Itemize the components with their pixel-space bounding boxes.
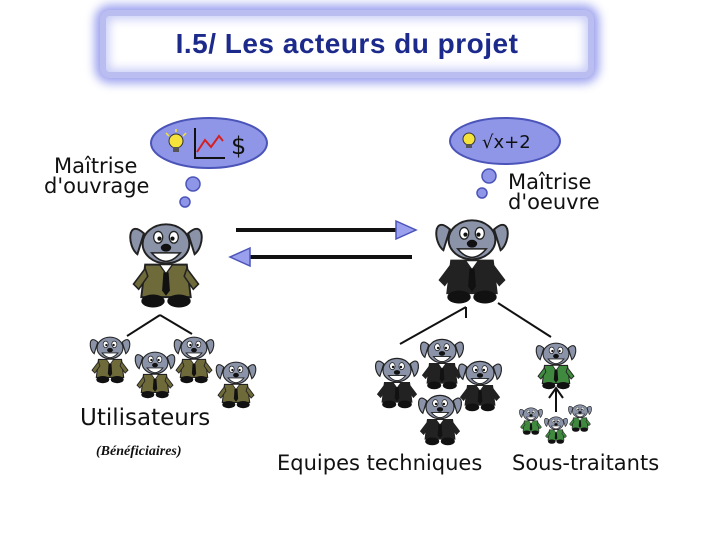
tech-team-dog-icon bbox=[374, 357, 420, 409]
moa-label-line2: d'ouvrage bbox=[44, 174, 150, 198]
subcontractor-dog-icon bbox=[568, 404, 592, 433]
users-label: Utilisateurs bbox=[80, 405, 211, 431]
title-banner: I.5/ Les acteurs du projet bbox=[100, 10, 594, 78]
moe-thought-bubble bbox=[449, 117, 561, 165]
subcontractor-dog-icon bbox=[544, 416, 568, 445]
tech-teams-label: Equipes techniques bbox=[277, 451, 483, 475]
beneficiaries-label: (Bénéficiaires) bbox=[96, 444, 182, 459]
growth-chart-icon bbox=[194, 128, 225, 159]
moe-formula: √x+2 bbox=[482, 132, 531, 153]
tech-team-dog-icon bbox=[419, 338, 465, 390]
users-dog-icon bbox=[134, 351, 176, 399]
users-dog-icon bbox=[173, 336, 215, 384]
moe-label: Maîtrise d'oeuvre bbox=[508, 170, 600, 214]
moe-label-line1: Maîtrise bbox=[508, 170, 592, 194]
lightbulb-icon bbox=[165, 129, 187, 152]
users-dog-icon bbox=[89, 336, 131, 384]
moa-label: Maîtrise d'ouvrage bbox=[44, 154, 150, 198]
page-title: I.5/ Les acteurs du projet bbox=[175, 28, 519, 59]
moa-thought-dot bbox=[185, 176, 201, 192]
moa-thought-dot bbox=[179, 196, 191, 208]
users-dog-icon bbox=[215, 361, 257, 409]
subcontractor-dog-icon bbox=[535, 342, 577, 390]
moe-thought-dot bbox=[481, 168, 497, 184]
branch-lines bbox=[126, 302, 564, 412]
lightbulb-icon bbox=[462, 132, 476, 148]
moe-thought-dot bbox=[476, 187, 488, 199]
subcontractors-label: Sous-traitants bbox=[512, 451, 660, 475]
exchange-arrows bbox=[228, 219, 418, 268]
moa-label-line1: Maîtrise bbox=[54, 154, 138, 178]
tech-team-dog-icon bbox=[417, 394, 463, 446]
subcontractor-dog-icon bbox=[519, 407, 543, 436]
moe-label-line2: d'oeuvre bbox=[508, 190, 600, 214]
moa-dog-icon bbox=[129, 223, 203, 309]
moa-thought-bubble bbox=[150, 117, 268, 169]
tech-team-dog-icon bbox=[457, 360, 503, 412]
dollar-sign: $ bbox=[231, 132, 246, 160]
moe-dog-icon bbox=[435, 219, 509, 305]
